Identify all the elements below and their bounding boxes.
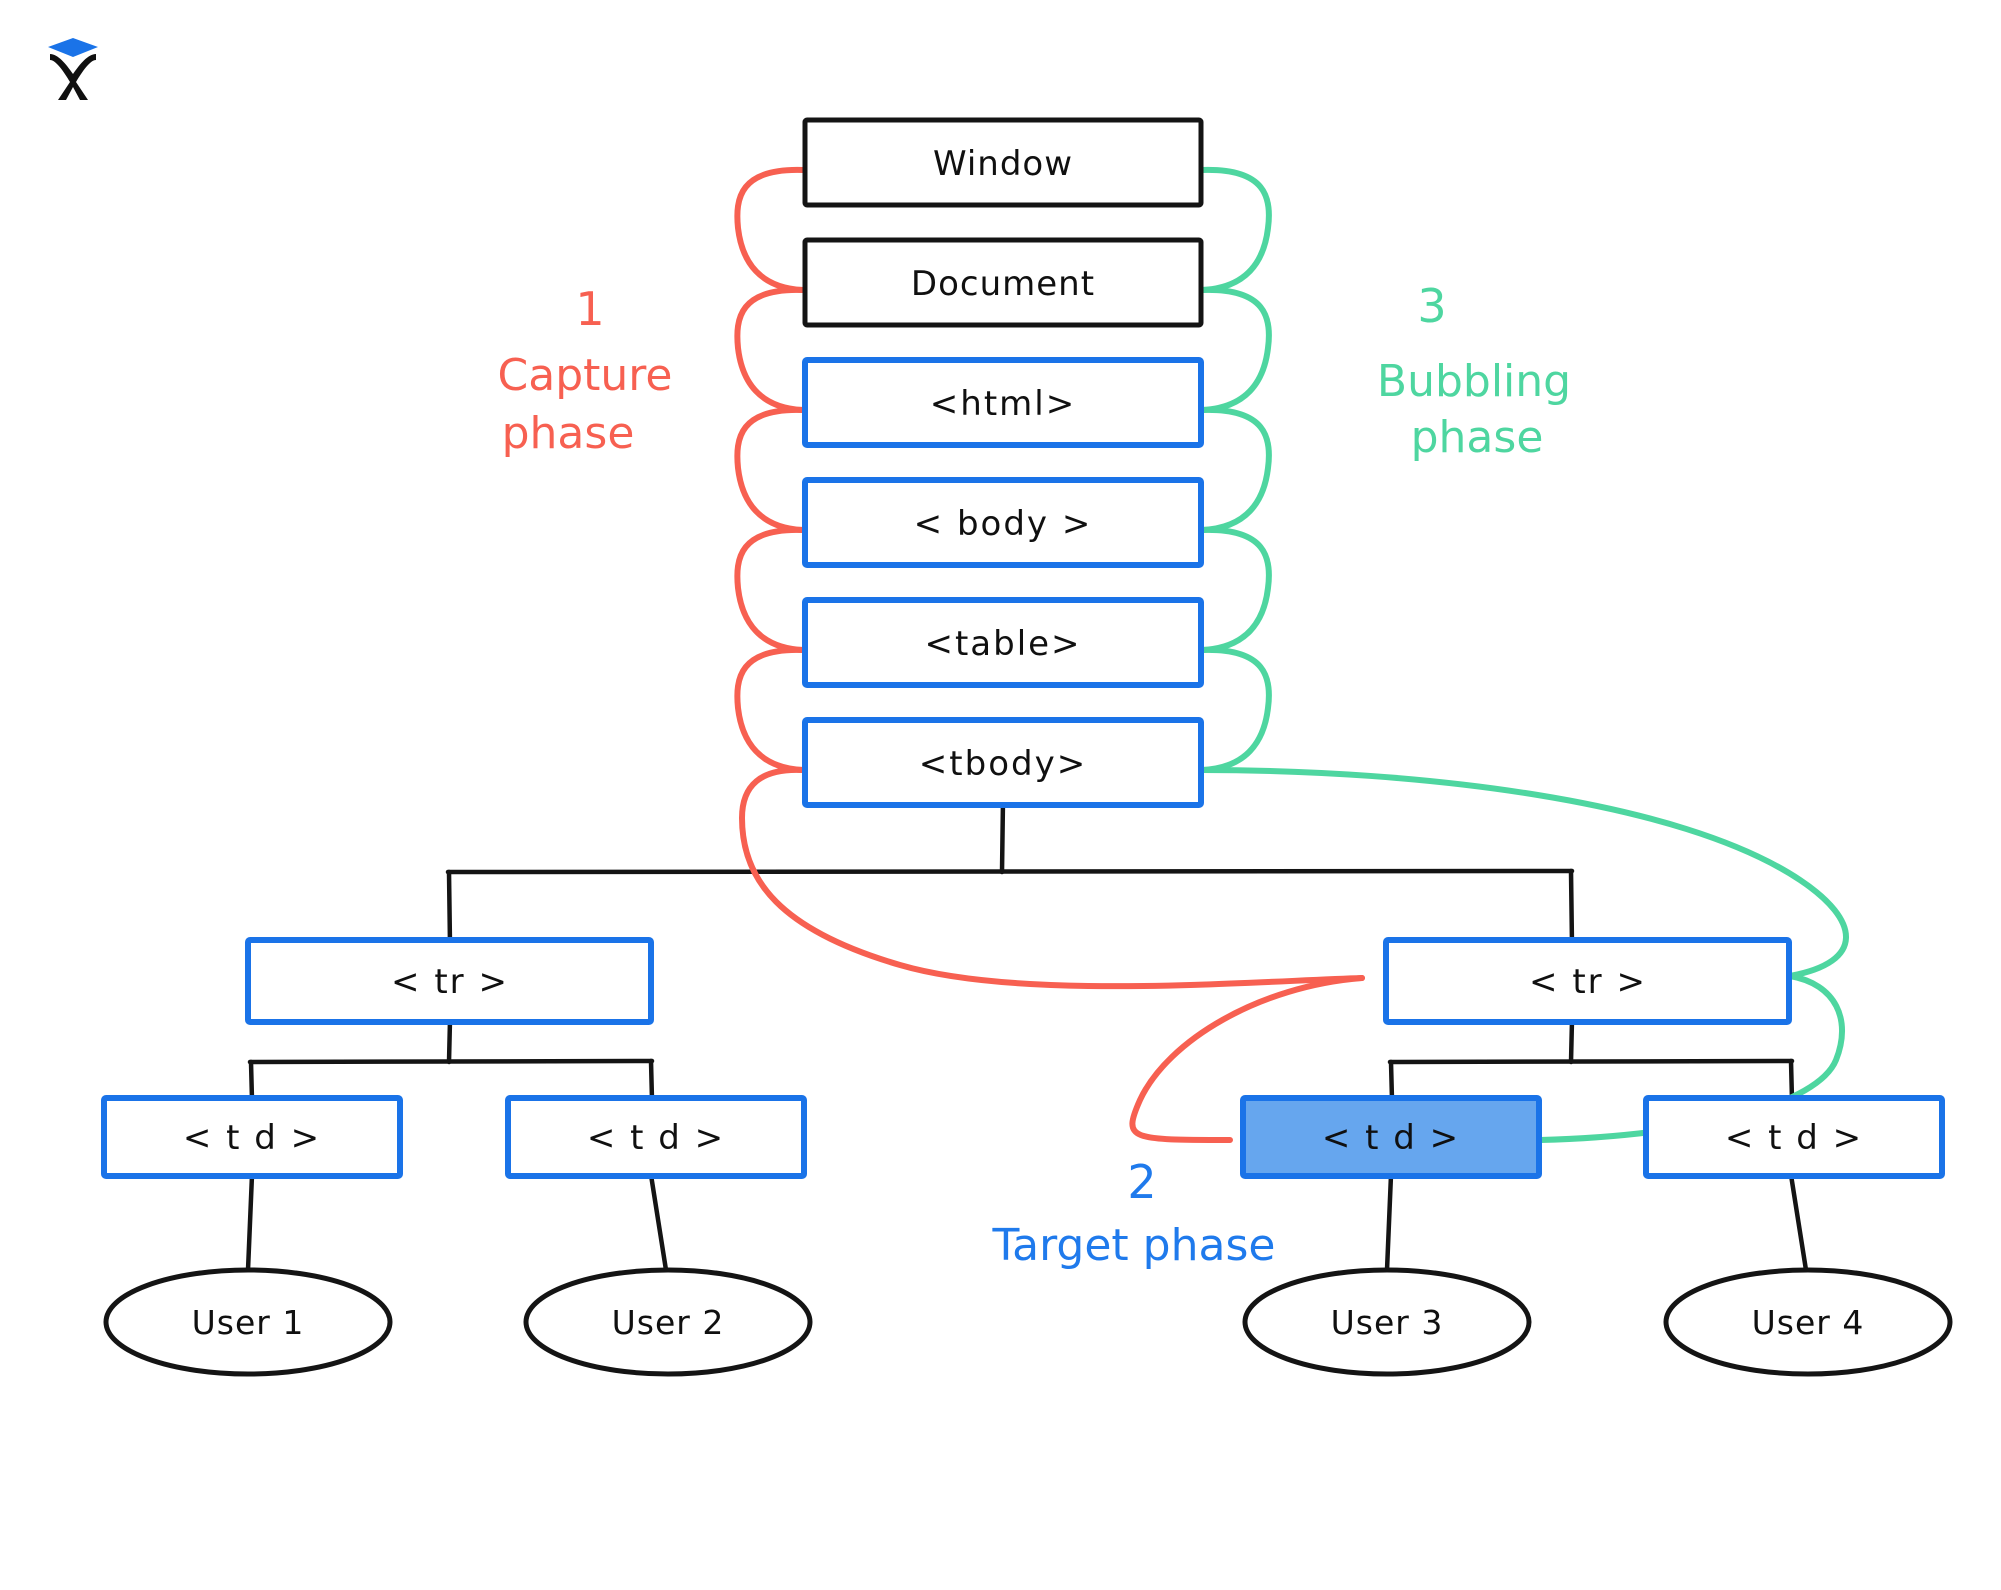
node-body-label: < body >	[914, 504, 1093, 544]
node-user-2[interactable]: User 2	[523, 1267, 813, 1377]
bubbling-phase-line2: phase	[1411, 412, 1544, 463]
node-tr-right-label: < tr >	[1529, 962, 1647, 1002]
node-window[interactable]: Window	[802, 117, 1204, 208]
target-phase-number: 2	[1127, 1155, 1156, 1209]
node-tbody[interactable]: <tbody>	[802, 717, 1204, 808]
node-table[interactable]: <table>	[802, 597, 1204, 688]
node-user-1[interactable]: User 1	[103, 1267, 393, 1377]
node-td-4-label: < t d >	[1725, 1118, 1863, 1158]
node-user-3[interactable]: User 3	[1242, 1267, 1532, 1377]
node-document[interactable]: Document	[802, 237, 1204, 328]
node-user-4-label: User 4	[1752, 1303, 1865, 1342]
node-document-label: Document	[911, 264, 1095, 304]
node-body[interactable]: < body >	[802, 477, 1204, 568]
node-user-4[interactable]: User 4	[1663, 1267, 1953, 1377]
node-tr-left[interactable]: < tr >	[245, 937, 654, 1025]
capture-phase-number: 1	[575, 282, 604, 336]
node-user-2-label: User 2	[612, 1303, 725, 1342]
target-phase-line1: Target phase	[992, 1220, 1276, 1271]
node-table-label: <table>	[924, 624, 1081, 664]
node-html-label: <html>	[930, 384, 1076, 424]
node-tr-right[interactable]: < tr >	[1383, 937, 1792, 1025]
node-html[interactable]: <html>	[802, 357, 1204, 448]
node-td-2[interactable]: < t d >	[505, 1095, 807, 1179]
node-td-1[interactable]: < t d >	[101, 1095, 403, 1179]
bubbling-phase-line1: Bubbling	[1377, 356, 1571, 407]
bubbling-phase-number: 3	[1417, 279, 1446, 333]
logo-x-letter	[50, 54, 96, 100]
phase-label-bubbling: 3 Bubbling phase	[1377, 279, 1571, 463]
node-td-3-label: < t d >	[1322, 1118, 1460, 1158]
node-td-4[interactable]: < t d >	[1643, 1095, 1945, 1179]
node-tr-left-label: < tr >	[391, 962, 509, 1002]
logo-diamond-icon	[48, 38, 98, 57]
phase-label-target: 2 Target phase	[992, 1155, 1276, 1271]
node-user-3-label: User 3	[1331, 1303, 1444, 1342]
capture-phase-line1: Capture	[498, 350, 673, 401]
capture-phase-line2: phase	[502, 408, 635, 459]
node-tbody-label: <tbody>	[919, 744, 1087, 784]
phase-label-capture: 1 Capture phase	[498, 282, 673, 459]
node-td-1-label: < t d >	[183, 1118, 321, 1158]
x-logo	[48, 38, 98, 100]
node-td-3-target[interactable]: < t d >	[1240, 1095, 1542, 1179]
capture-phase-arcs	[734, 166, 1365, 1143]
node-window-label: Window	[933, 144, 1073, 184]
chain-connectors	[245, 159, 1809, 1273]
node-user-1-label: User 1	[192, 1303, 305, 1342]
node-td-2-label: < t d >	[587, 1118, 725, 1158]
bubbling-phase-arcs	[1199, 166, 1849, 1143]
